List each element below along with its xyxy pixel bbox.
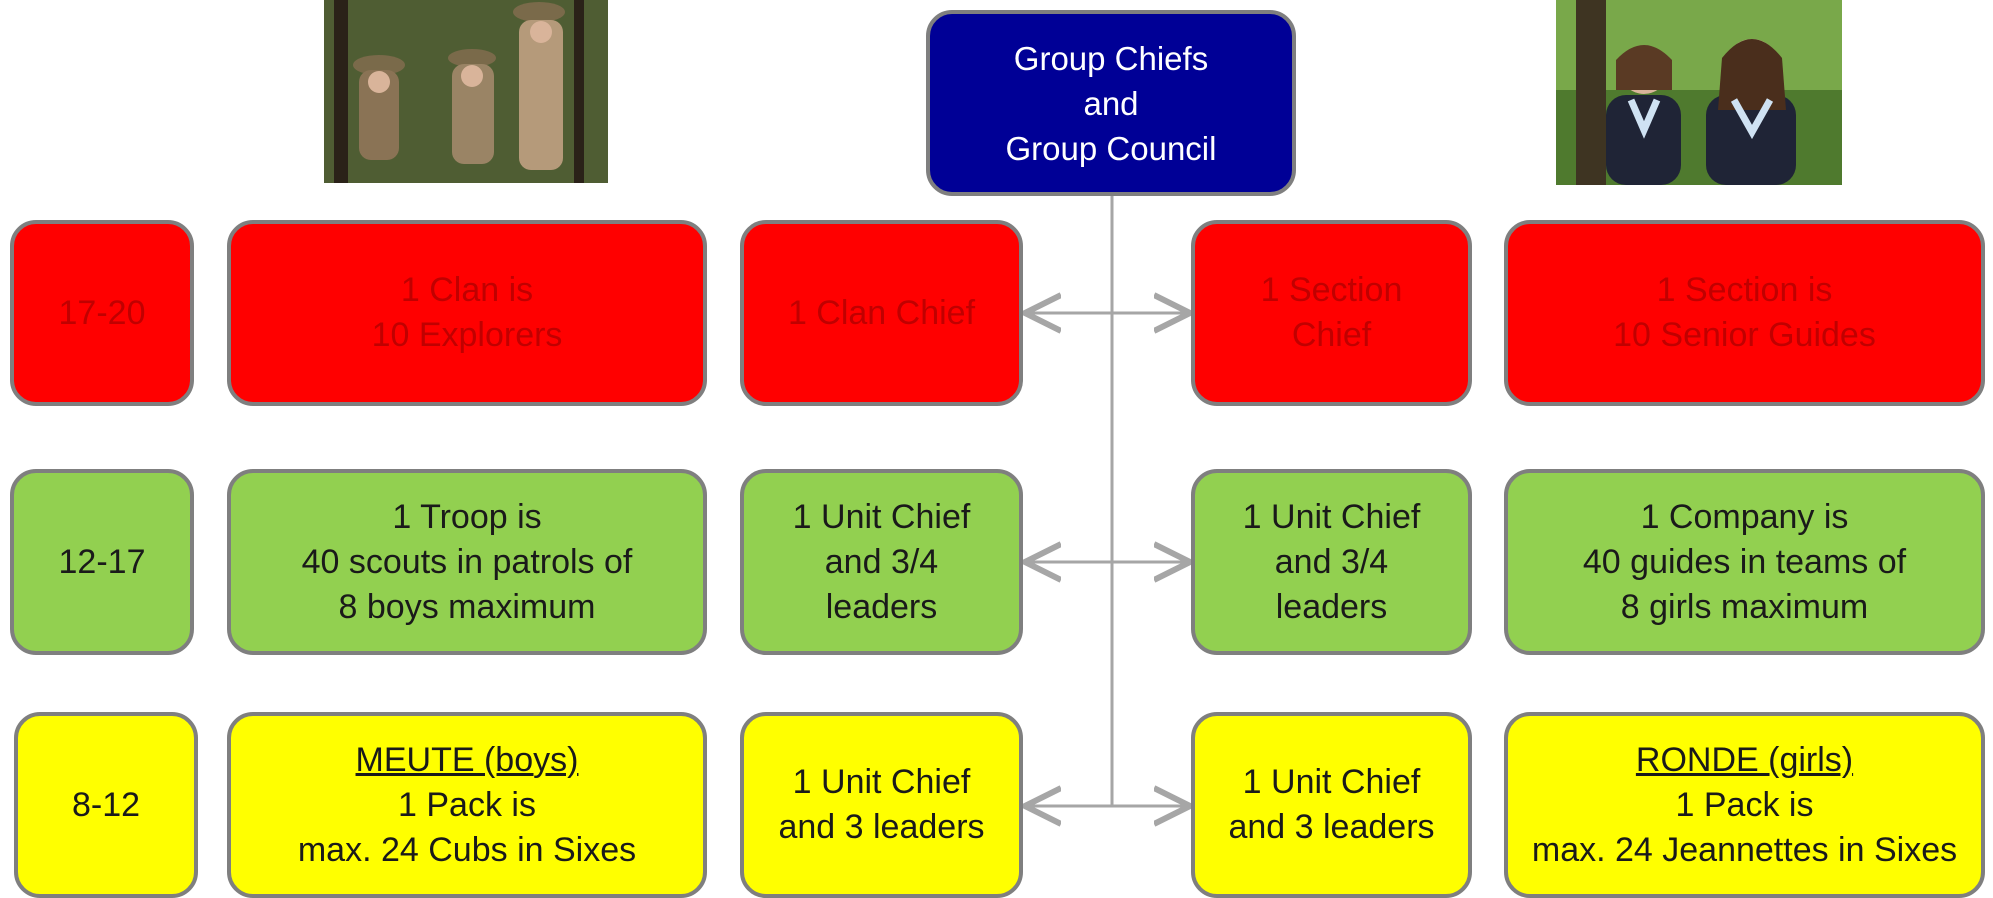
age-box-8-12: 8-12 — [14, 712, 198, 898]
troop-box: 1 Troop is 40 scouts in patrols of 8 boy… — [227, 469, 707, 655]
clan-box: 1 Clan is 10 Explorers — [227, 220, 707, 406]
clan-chief-box: 1 Clan Chief — [740, 220, 1023, 406]
ronde-box: RONDE (girls) 1 Pack is max. 24 Jeannett… — [1504, 712, 1985, 898]
ronde-chief-box: 1 Unit Chief and 3 leaders — [1191, 712, 1472, 898]
troop-chief-box: 1 Unit Chief and 3/4 leaders — [740, 469, 1023, 655]
explorers-photo — [324, 0, 608, 183]
group-chiefs-box: Group Chiefs and Group Council — [926, 10, 1296, 196]
section-box: 1 Section is 10 Senior Guides — [1504, 220, 1985, 406]
company-box: 1 Company is 40 guides in teams of 8 gir… — [1504, 469, 1985, 655]
section-chief-box: 1 Section Chief — [1191, 220, 1472, 406]
group-chiefs-line-3: Group Council — [1005, 129, 1217, 167]
meute-chief-box: 1 Unit Chief and 3 leaders — [740, 712, 1023, 898]
meute-box: MEUTE (boys) 1 Pack is max. 24 Cubs in S… — [227, 712, 707, 898]
age-box-17-20: 17-20 — [10, 220, 194, 406]
group-chiefs-line-1: Group Chiefs — [1013, 39, 1209, 77]
company-chief-box: 1 Unit Chief and 3/4 leaders — [1191, 469, 1472, 655]
senior-guides-photo — [1556, 0, 1842, 185]
group-chiefs-line-2: and — [1083, 84, 1139, 122]
age-box-12-17: 12-17 — [10, 469, 194, 655]
